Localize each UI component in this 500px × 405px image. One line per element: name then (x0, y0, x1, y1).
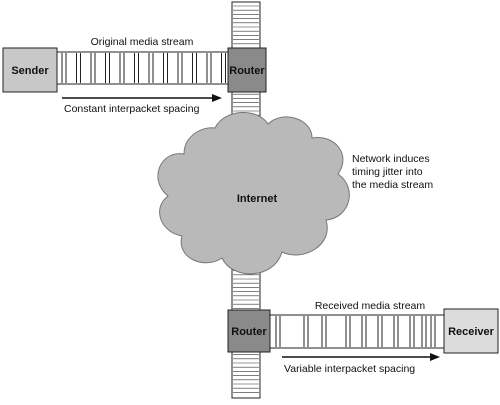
router-top-node: Router (227, 47, 267, 93)
router-bottom-node: Router (227, 309, 271, 353)
jitter-note-line-3: the media stream (352, 179, 433, 191)
constant-spacing-label: Constant interpacket spacing (64, 103, 200, 115)
router-bottom-label: Router (231, 326, 267, 338)
original-stream-label: Original media stream (91, 36, 194, 48)
sender-node: Sender (2, 47, 58, 93)
internet-label: Internet (237, 193, 278, 205)
received-stream-label: Received media stream (315, 300, 426, 312)
internet-cloud: Internet (157, 111, 350, 275)
sender-label: Sender (11, 65, 49, 77)
jitter-note-line-2: timing jitter into (352, 166, 423, 178)
receiver-label: Receiver (448, 326, 495, 338)
router-top-label: Router (229, 65, 265, 77)
received-stream-pipe (269, 314, 447, 349)
variable-spacing-label: Variable interpacket spacing (284, 363, 415, 375)
jitter-note-line-1: Network induces (352, 153, 430, 165)
original-stream-pipe (55, 51, 235, 85)
variable-spacing-arrow (282, 353, 440, 361)
receiver-node: Receiver (443, 308, 499, 354)
constant-spacing-arrow (62, 94, 222, 102)
